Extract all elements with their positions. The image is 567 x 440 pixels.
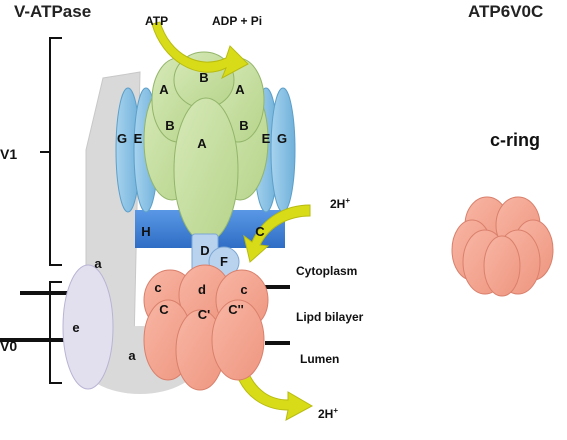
gene-title: ATP6V0C	[468, 2, 544, 21]
lumen-label: Lumen	[300, 352, 340, 366]
v1-a-center-shape	[173, 97, 239, 243]
subunit-g-left: G	[116, 131, 128, 146]
v0-bracket	[49, 281, 62, 384]
subunit-e-left: E	[133, 131, 143, 146]
subunit-e-shape	[62, 264, 114, 390]
subunit-b-left: B	[165, 118, 175, 133]
subunit-e-v0: e	[72, 320, 80, 335]
proton-out-text: 2H	[318, 407, 334, 421]
v1-domain-label: V1	[0, 146, 18, 162]
subunit-b-top: B	[199, 70, 209, 85]
subunit-d: D	[200, 243, 210, 258]
c-ring-front-3	[211, 299, 265, 381]
c-ring-solo-center	[483, 235, 521, 297]
subunit-a-left: A	[159, 82, 169, 97]
proton-out-charge: +	[333, 406, 339, 415]
subunit-g-right: G	[276, 131, 288, 146]
complex-title: V-ATPase	[14, 2, 92, 21]
subunit-a-center: A	[197, 136, 207, 151]
subunit-h: H	[141, 224, 151, 239]
atp-arrow	[151, 21, 249, 80]
bilayer-label: Lipd bilayer	[296, 310, 364, 324]
proton-out-label: 2H+	[318, 406, 338, 421]
c-ring-label: c-ring	[490, 130, 541, 150]
subunit-c-double-prime: C''	[228, 302, 244, 317]
subunit-e-right: E	[261, 131, 271, 146]
subunit-c-stalk: C	[255, 224, 265, 239]
cytoplasm-label: Cytoplasm	[296, 264, 358, 278]
subunit-c-mid: C	[159, 302, 169, 317]
subunit-f: F	[220, 254, 228, 269]
subunit-c-prime: C'	[197, 307, 211, 322]
subunit-c2: c	[240, 282, 248, 297]
subunit-d-small: d	[198, 282, 206, 297]
v1-bracket	[49, 37, 62, 266]
subunit-c1: c	[154, 280, 162, 295]
subunit-a-upper: a	[94, 256, 102, 271]
proton-out-arrow	[237, 371, 314, 421]
v0-domain-label: V0	[0, 338, 18, 354]
products-label: ADP + Pi	[212, 14, 263, 28]
atp-label: ATP	[145, 14, 169, 28]
subunit-b-right: B	[239, 118, 249, 133]
subunit-g-right-shape	[270, 87, 296, 213]
proton-in-charge: +	[345, 196, 351, 205]
proton-in-label: 2H+	[330, 196, 350, 211]
subunit-a-right: A	[235, 82, 245, 97]
proton-in-arrow	[243, 204, 311, 263]
subunit-a-lower: a	[128, 348, 136, 363]
proton-in-text: 2H	[330, 197, 346, 211]
